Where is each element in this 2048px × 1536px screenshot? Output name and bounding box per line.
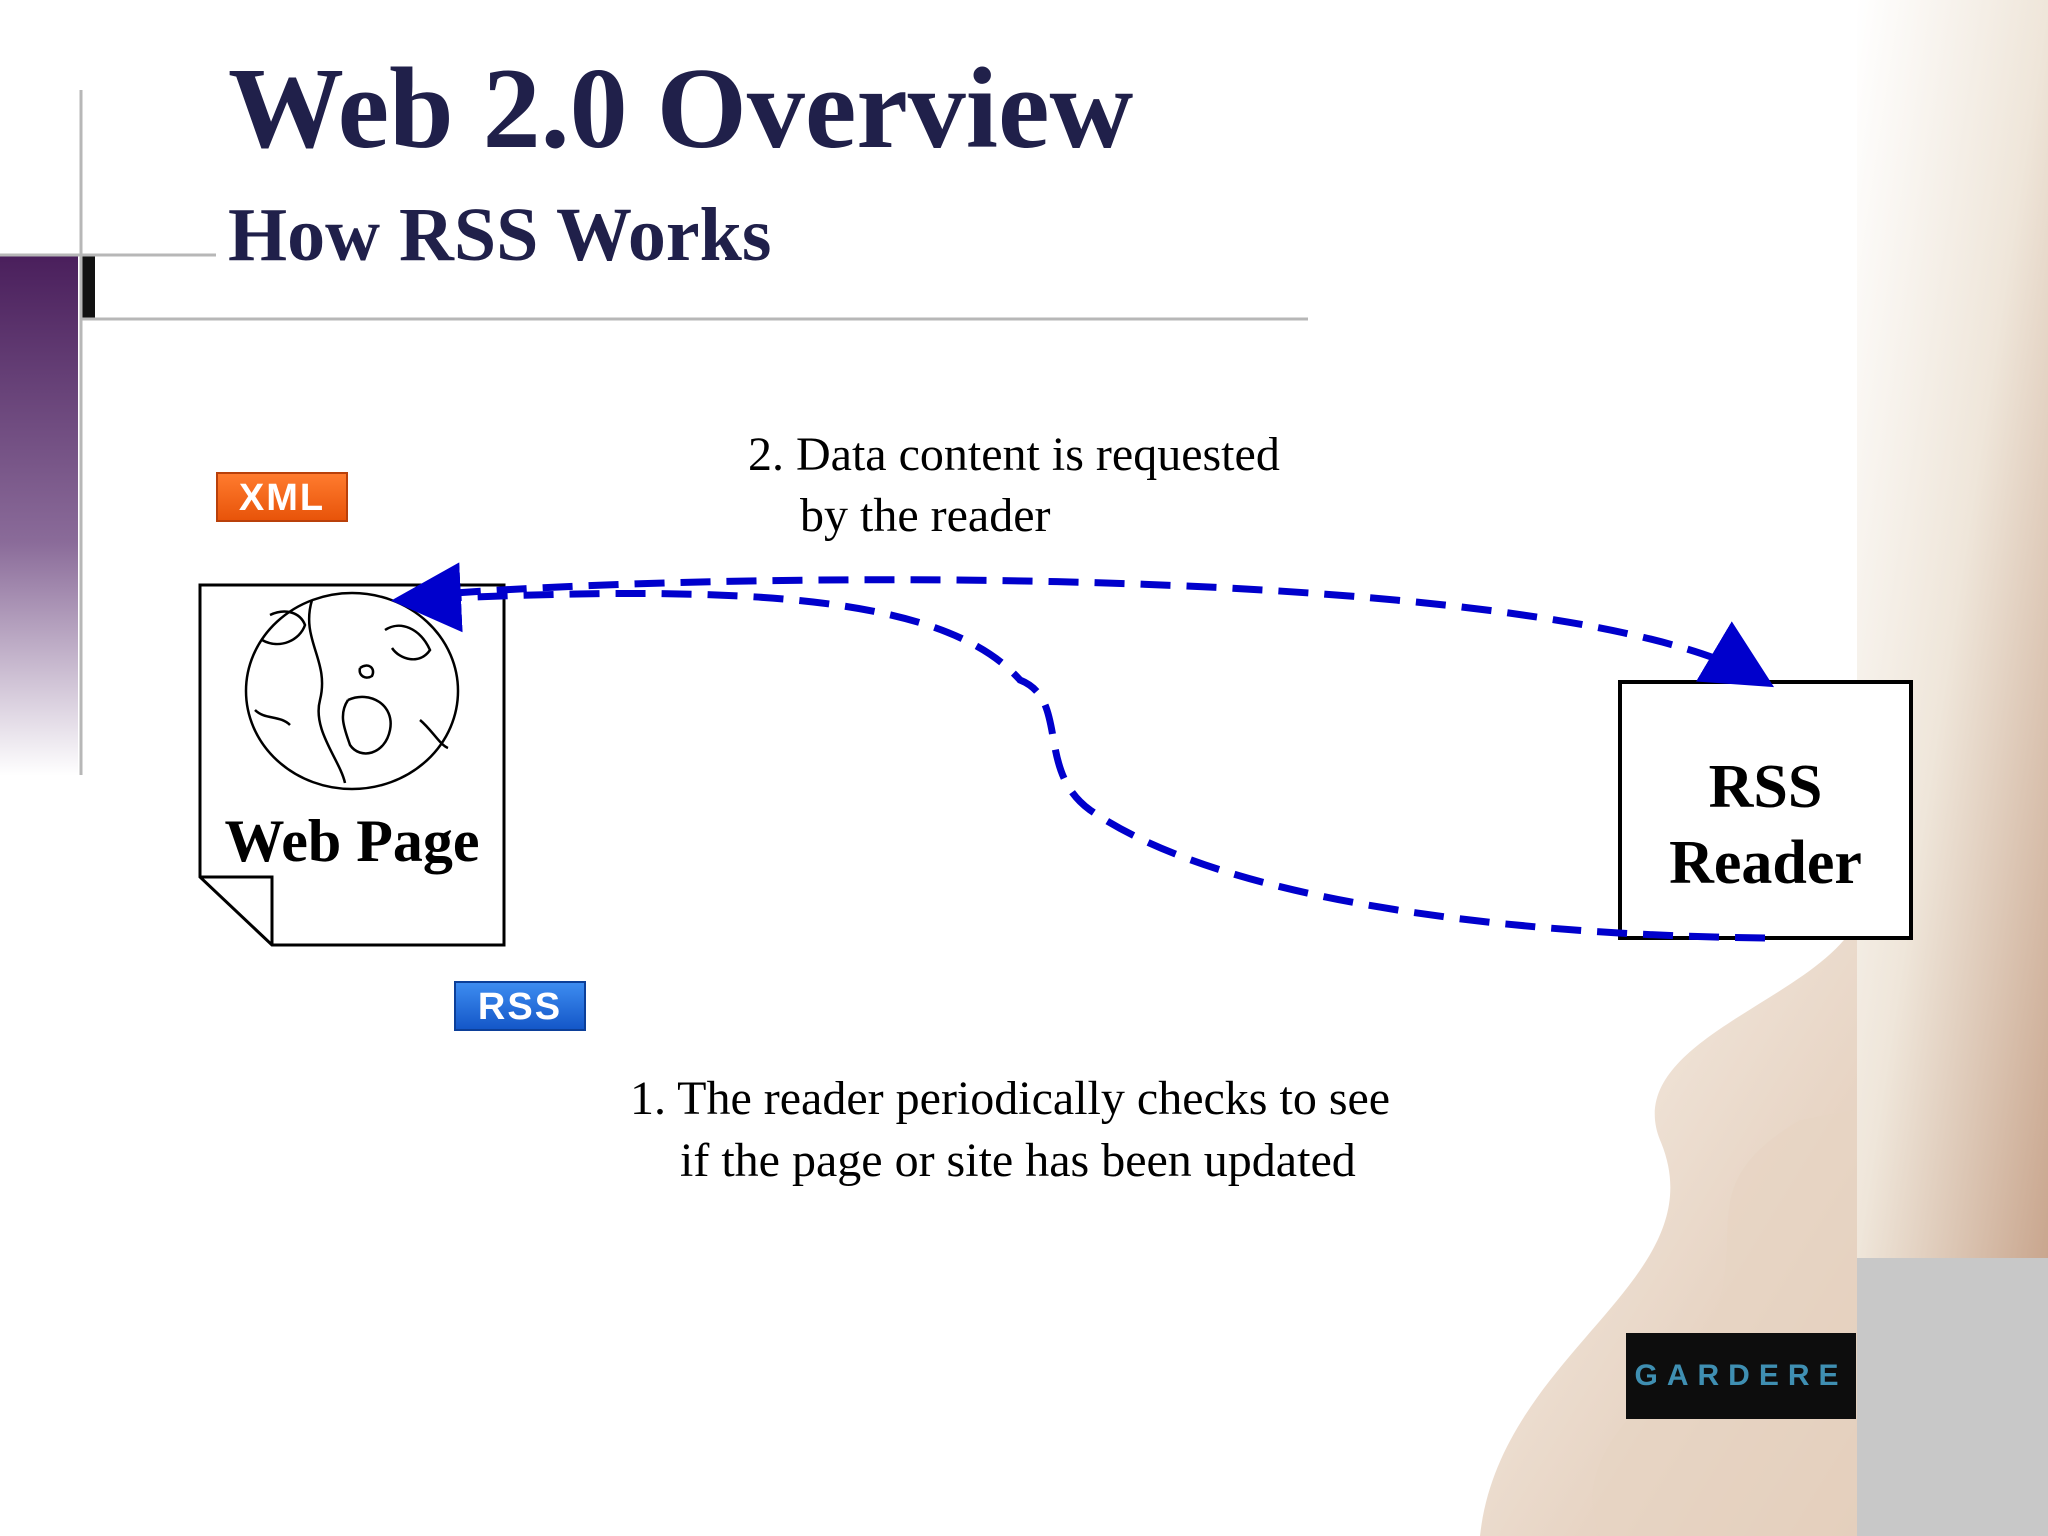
step2-label-line1: 2. Data content is requested: [748, 428, 1280, 481]
step1-label-line1: 1. The reader periodically checks to see: [630, 1072, 1391, 1125]
web-page-label: Web Page: [224, 808, 480, 874]
page-title: Web 2.0 Overview: [228, 45, 1134, 173]
decor-gray-panel: [1857, 1258, 2048, 1536]
title-accent-block: [82, 256, 95, 318]
decor-right-panel: [1857, 0, 2048, 1258]
rss-reader-label-line1: RSS: [1708, 753, 1823, 821]
rss-badge: RSS: [454, 981, 586, 1031]
globe-icon: [244, 591, 460, 791]
page-subtitle: How RSS Works: [228, 193, 772, 277]
purple-side-bar: [0, 256, 78, 776]
request-arrow: [404, 576, 1775, 688]
rss-reader-box: [1618, 680, 1913, 940]
check-arrow: [391, 562, 1766, 942]
decor-swirl-inner: [1592, 1110, 1857, 1536]
xml-badge: XML: [216, 472, 348, 522]
step2-label-line2: by the reader: [800, 489, 1051, 542]
rss-reader-label-line2: Reader: [1669, 829, 1862, 897]
step1-label-line2: if the page or site has been updated: [680, 1134, 1356, 1187]
gardere-logo: GARDERE: [1626, 1333, 1856, 1419]
